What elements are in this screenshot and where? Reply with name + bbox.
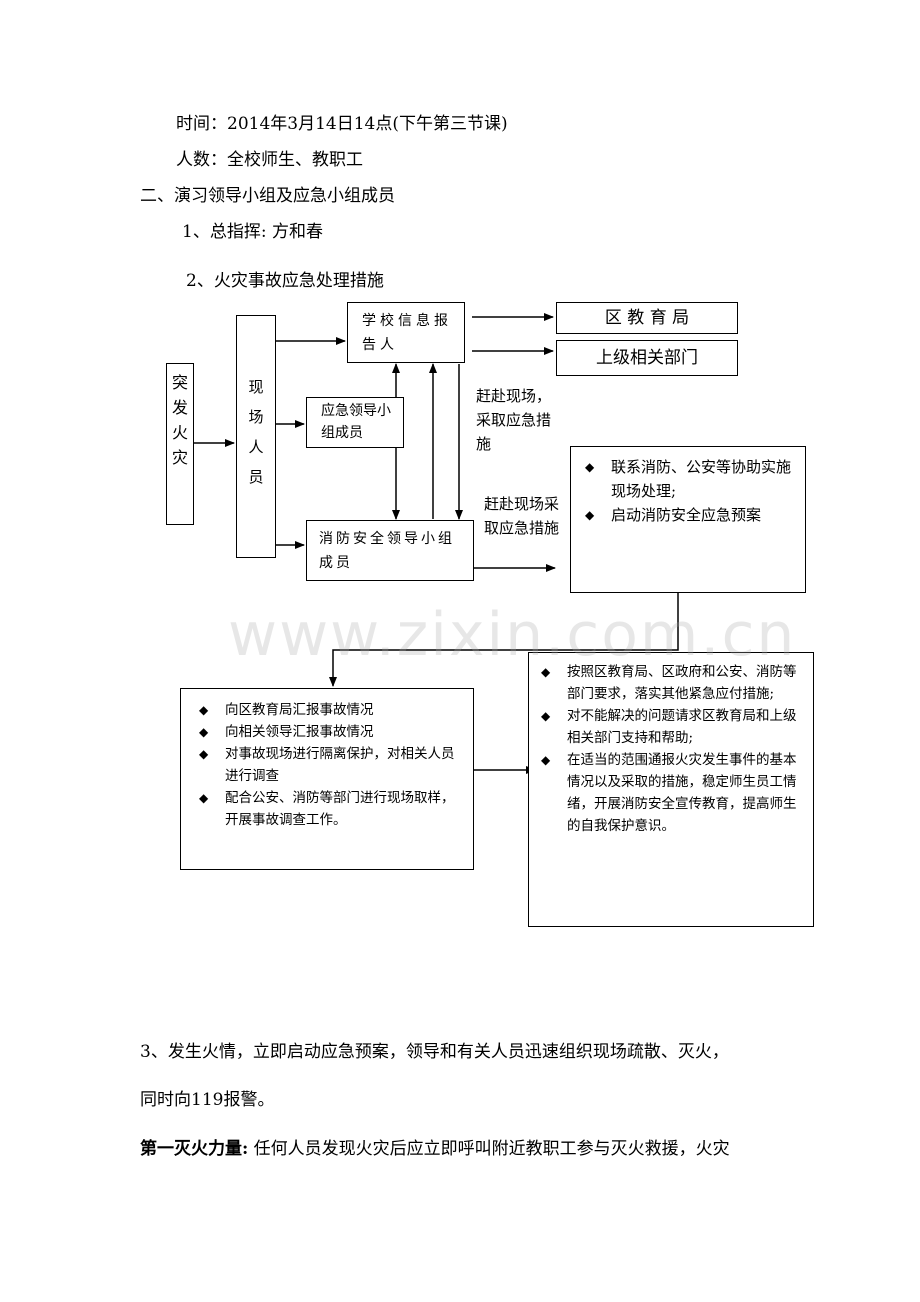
superior-dept-box: 上级相关部门: [556, 340, 738, 376]
bullet-diamond-icon: ◆: [541, 709, 551, 723]
bullet-diamond-icon: ◆: [585, 460, 595, 474]
fire-box: 突发火灾: [166, 363, 194, 525]
report-actions-list: ◆向区教育局汇报事故情况 ◆向相关领导汇报事故情况 ◆对事故现场进行隔离保护，对…: [195, 699, 465, 831]
followup-actions-box: ◆按照区教育局、区政府和公安、消防等部门要求，落实其他紧急应付措施; ◆对不能解…: [528, 652, 814, 927]
label-rush-2: 赶赴现场采取应急措施: [484, 495, 560, 537]
watermark: www.zixin.com.cn: [228, 600, 797, 670]
bullet-diamond-icon: ◆: [541, 665, 551, 679]
actions-right-list: ◆联系消防、公安等协助实施现场处理; ◆启动消防安全应急预案: [581, 455, 801, 527]
bullet-diamond-icon: ◆: [199, 791, 209, 805]
actions-right-box: ◆联系消防、公安等协助实施现场处理; ◆启动消防安全应急预案: [570, 446, 806, 593]
people-line: 人数：全校师生、教职工: [176, 150, 363, 170]
emergency-group-box: 应急领导小组成员: [306, 397, 404, 448]
followup-actions-item: ◆按照区教育局、区政府和公安、消防等部门要求，落实其他紧急应付措施;: [537, 661, 805, 705]
bullet-diamond-icon: ◆: [199, 725, 209, 739]
fire-box-text: 突发火灾: [171, 373, 188, 467]
first-force-label: 第一灭火力量:: [140, 1139, 249, 1159]
report-actions-item: ◆对事故现场进行隔离保护，对相关人员进行调查: [195, 743, 465, 787]
district-edu-box: 区 教 育 局: [556, 302, 738, 334]
report-actions-item: ◆向相关领导汇报事故情况: [195, 721, 465, 743]
followup-actions-item: ◆在适当的范围通报火灾发生事件的基本情况以及采取的措施，稳定师生员工情绪，开展消…: [537, 749, 805, 837]
school-reporter-text: 学校信息报告人: [362, 313, 452, 353]
staff-box-text: 现场人员: [248, 378, 264, 486]
fire-safety-group-box: 消防安全领导小组成员: [306, 520, 474, 581]
district-edu-text: 区 教 育 局: [604, 308, 690, 328]
bullet-diamond-icon: ◆: [541, 753, 551, 767]
actions-right-item: ◆联系消防、公安等协助实施现场处理;: [581, 455, 801, 503]
followup-actions-item: ◆对不能解决的问题请求区教育局和上级相关部门支持和帮助;: [537, 705, 805, 749]
followup-actions-list: ◆按照区教育局、区政府和公安、消防等部门要求，落实其他紧急应付措施; ◆对不能解…: [537, 661, 805, 837]
first-force-text: 任何人员发现火灾后应立即呼叫附近教职工参与灭火救援，火灾: [248, 1139, 730, 1159]
report-actions-item: ◆向区教育局汇报事故情况: [195, 699, 465, 721]
report-actions-box: ◆向区教育局汇报事故情况 ◆向相关领导汇报事故情况 ◆对事故现场进行隔离保护，对…: [180, 688, 474, 870]
arrow-actions-to-report: [329, 593, 679, 687]
emergency-group-text: 应急领导小组成员: [321, 403, 391, 441]
time-line: 时间：2014年3月14日14点(下午第三节课): [176, 114, 508, 134]
item3-line2: 同时向119报警。: [140, 1090, 275, 1110]
item3-line1: 3、发生火情，立即启动应急预案，领导和有关人员迅速组织现场疏散、灭火，: [140, 1042, 729, 1062]
bullet-diamond-icon: ◆: [199, 703, 209, 717]
actions-right-item: ◆启动消防安全应急预案: [581, 503, 801, 527]
commander-line: 1、总指挥: 方和春: [182, 222, 323, 242]
superior-dept-text: 上级相关部门: [596, 348, 698, 368]
label-rush-1: 赶赴现场，采取应急措施: [476, 387, 552, 453]
bullet-diamond-icon: ◆: [199, 747, 209, 761]
staff-box: 现场人员: [236, 315, 276, 558]
section2-title: 二、演习领导小组及应急小组成员: [140, 186, 395, 206]
fire-safety-group-text: 消防安全领导小组成员: [319, 531, 455, 571]
report-actions-item: ◆配合公安、消防等部门进行现场取样，开展事故调查工作。: [195, 787, 465, 831]
school-reporter-box: 学校信息报告人: [347, 302, 465, 363]
first-force-paragraph: 第一灭火力量: 任何人员发现火灾后应立即呼叫附近教职工参与灭火救援，火灾: [140, 1138, 730, 1160]
measures-title: 2、火灾事故应急处理措施: [186, 271, 384, 291]
bullet-diamond-icon: ◆: [585, 508, 595, 522]
